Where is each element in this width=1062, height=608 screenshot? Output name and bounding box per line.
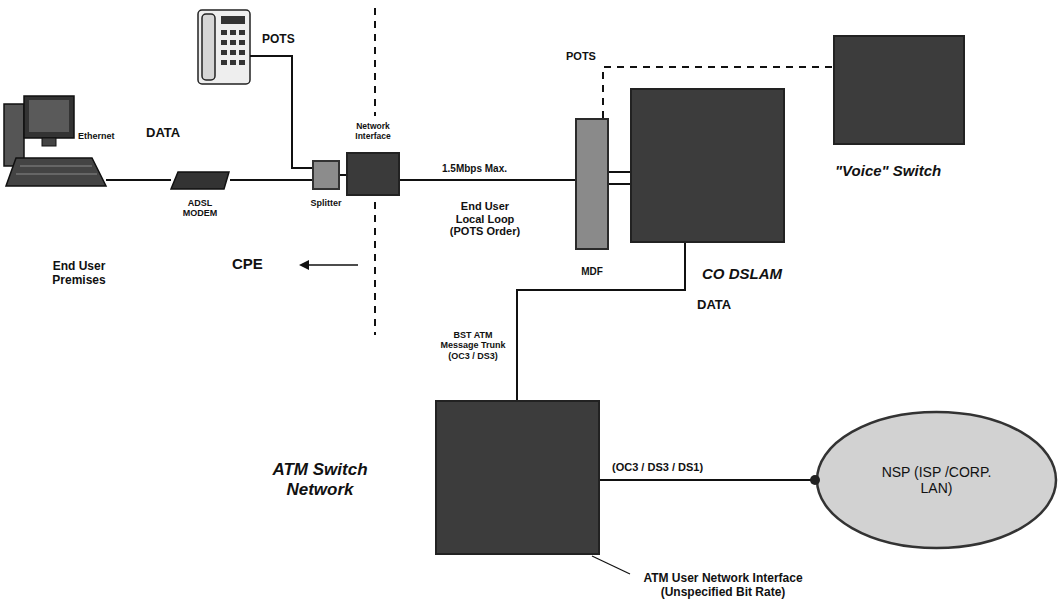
label-anchor: Ethernet — [78, 131, 115, 141]
connector-line — [230, 179, 312, 181]
connector-line — [517, 243, 685, 400]
keyboard-keys — [20, 166, 92, 167]
node-label: ATM Switch Network — [260, 460, 380, 499]
node-label: Network Interface — [344, 122, 402, 142]
ethernet-wire — [106, 179, 171, 181]
connector-label: (OC3 / DS3 / DS1) — [610, 461, 705, 474]
computer-tower — [4, 104, 24, 166]
computer-monitor — [24, 96, 74, 138]
annotation-label: ATM User Network Interface (Unspecified … — [628, 572, 818, 600]
label-anchor: (OC3 / DS3 / DS1) — [610, 461, 705, 474]
mdf-wire — [609, 171, 630, 173]
computer-screen — [29, 100, 69, 132]
annotation-label: DATA — [697, 298, 731, 313]
label-anchor: POTS — [262, 33, 295, 47]
mdf-box-outline — [575, 118, 609, 250]
dslam-box-outline — [630, 88, 785, 243]
node-label: Splitter — [304, 198, 348, 208]
phone-handset — [202, 14, 215, 80]
splitter-box-outline — [312, 160, 340, 190]
mdf-box: MDF — [575, 118, 609, 250]
node-label: MDF — [567, 266, 617, 278]
connector-line — [600, 479, 815, 481]
node-label: "Voice" Switch — [835, 162, 985, 179]
voice-switch-box: "Voice" Switch — [833, 35, 965, 145]
modem-node-outline — [170, 170, 230, 190]
atm-switch-box: ATM Switch Network — [435, 400, 600, 555]
nsp-ellipse-shape — [817, 412, 1056, 548]
connector-line — [609, 183, 630, 185]
annotation-label: BST ATM Message Trunk (OC3 / DS3) — [436, 330, 510, 361]
voice-switch-box-outline — [833, 35, 965, 145]
label-anchor: BST ATM Message Trunk (OC3 / DS3) — [436, 330, 510, 361]
label-anchor: End User Local Loop (POTS Order) — [447, 200, 523, 238]
label-anchor: CPE — [232, 255, 263, 272]
keyboard-keys — [16, 174, 97, 175]
annotation-label: End User Premises — [44, 260, 114, 288]
phone-wire — [250, 56, 312, 168]
annotation-label: CPE — [232, 255, 263, 272]
splitter-box: Splitter — [312, 160, 340, 190]
leader-line — [592, 556, 630, 574]
annotation-label: POTS — [262, 33, 295, 47]
label-anchor: DATA — [697, 298, 731, 313]
annotation-label: End User Local Loop (POTS Order) — [447, 200, 523, 238]
annotation-label: DATA — [146, 126, 180, 141]
cpe-arrow — [306, 264, 358, 266]
cpe-arrowhead — [299, 260, 309, 270]
modem-node: ADSL MODEM — [170, 170, 230, 190]
phone-display — [221, 16, 245, 24]
annotation-label: Ethernet — [78, 131, 115, 141]
annotation-label: 1.5Mbps Max. — [442, 163, 507, 175]
monitor-stand — [42, 138, 56, 146]
label-anchor: ATM User Network Interface (Unspecified … — [628, 572, 818, 600]
modem-shape — [171, 172, 229, 189]
connector-line — [400, 179, 575, 181]
label-anchor: DATA — [146, 126, 180, 141]
phone-illustration — [198, 10, 250, 84]
label-anchor: POTS — [566, 50, 596, 63]
atm-switch-box-outline — [435, 400, 600, 555]
node-label: NSP (ISP /CORP. LAN) — [877, 464, 997, 496]
demarcation-line — [374, 202, 376, 335]
phone-body — [198, 10, 250, 84]
phone-keypad — [221, 30, 245, 65]
dslam-box: CO DSLAM — [630, 88, 785, 243]
network-interface-box-outline — [346, 152, 400, 196]
network-interface-box: Network Interface — [346, 152, 400, 196]
label-anchor: 1.5Mbps Max. — [442, 163, 507, 175]
nsp-ellipse: NSP (ISP /CORP. LAN) — [815, 410, 1058, 550]
computer-keyboard — [6, 158, 106, 186]
demarcation-line — [374, 8, 376, 116]
annotation-label: POTS — [566, 50, 596, 63]
node-label: ADSL MODEM — [177, 198, 223, 219]
label-anchor: End User Premises — [44, 260, 114, 288]
node-label: CO DSLAM — [702, 265, 822, 282]
